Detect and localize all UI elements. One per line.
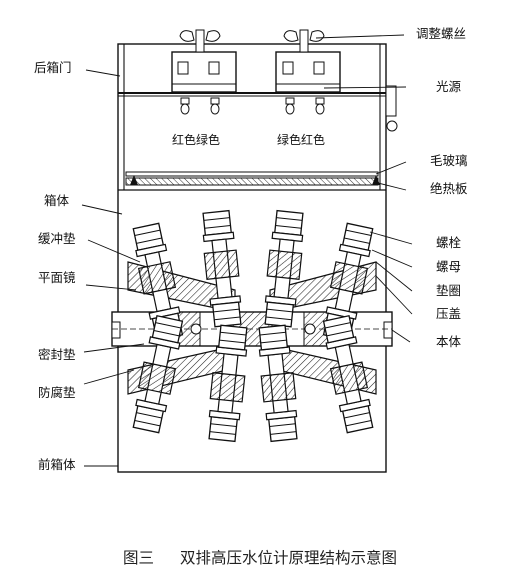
label-anticorrosion-pad: 防腐垫	[38, 385, 76, 400]
light-source-right	[275, 29, 341, 115]
label-nut: 螺母	[436, 259, 462, 274]
label-plane-mirror: 平面镜	[38, 270, 76, 285]
figure-number: 图三	[122, 549, 154, 567]
label-box-body: 箱体	[44, 193, 70, 208]
label-buffer-pad: 缓冲垫	[38, 231, 76, 246]
label-main-body: 本体	[436, 334, 462, 349]
label-rear-door: 后箱门	[34, 60, 72, 75]
label-left-colors: 红色绿色	[172, 133, 221, 147]
label-front-box: 前箱体	[38, 457, 76, 472]
figure-caption: 图三 双排高压水位计原理结构示意图	[0, 549, 520, 567]
label-light-source: 光源	[436, 79, 462, 94]
label-insulation-plate: 绝热板	[430, 181, 468, 196]
label-right-colors: 绿色红色	[277, 133, 326, 147]
label-gland: 压盖	[436, 306, 462, 321]
label-adjust-screw: 调整螺丝	[416, 26, 467, 41]
light-source-left	[171, 29, 237, 115]
figure-title: 双排高压水位计原理结构示意图	[180, 549, 398, 567]
label-frosted-glass: 毛玻璃	[430, 153, 468, 168]
label-bolt: 螺栓	[436, 235, 462, 250]
label-washer: 垫圈	[436, 283, 462, 298]
label-seal-gasket: 密封垫	[38, 347, 76, 362]
